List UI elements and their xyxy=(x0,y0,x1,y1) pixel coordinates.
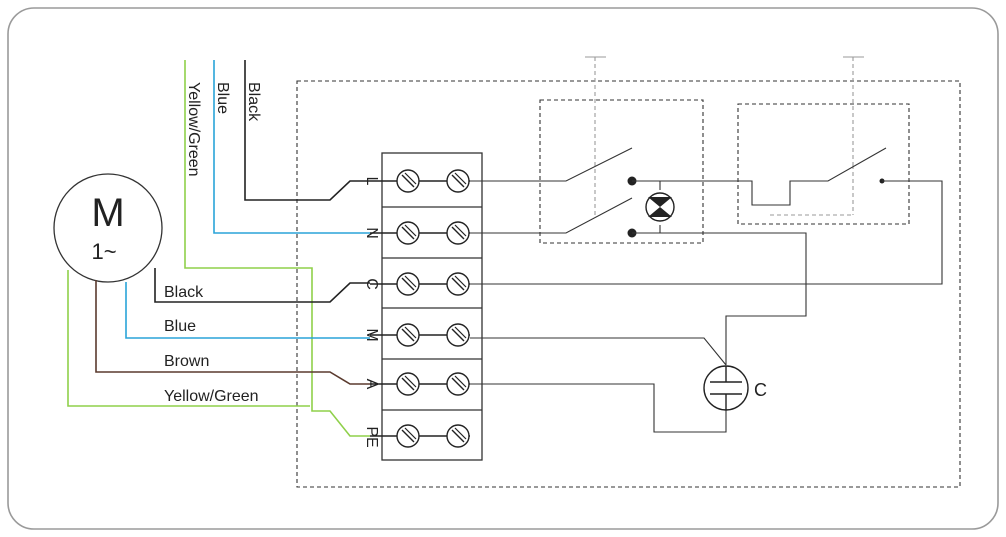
switch-box-right xyxy=(737,103,910,225)
capacitor-label: C xyxy=(754,380,767,400)
screw-slot xyxy=(404,224,417,237)
screw-slot xyxy=(454,326,467,339)
label-supply-black: Black xyxy=(245,82,262,122)
motor-phase: 1~ xyxy=(91,239,116,264)
screw-slot xyxy=(401,277,415,291)
wire-supply-black xyxy=(244,60,370,201)
wire-motor-yellow-green xyxy=(67,270,310,407)
screw-slot xyxy=(451,429,465,443)
label-motor-brown: Brown xyxy=(164,353,209,370)
screw-slot xyxy=(401,174,415,188)
terminal-label-l: L xyxy=(363,177,380,186)
screw-slot xyxy=(451,377,465,391)
terminal-label-n: N xyxy=(363,227,380,239)
terminal-block xyxy=(381,152,483,461)
terminal-label-pe: PE xyxy=(363,426,380,447)
wire-supply-yellow-green xyxy=(184,60,370,437)
enclosure-dashed-box xyxy=(296,80,961,488)
terminal-label-c: C xyxy=(363,278,380,290)
screw-slot xyxy=(451,277,465,291)
screw-slot xyxy=(401,377,415,391)
screw-slot xyxy=(451,174,465,188)
screw-slot xyxy=(454,275,467,288)
screw-slot xyxy=(401,226,415,240)
switch-actuators xyxy=(585,56,864,216)
screw-slot xyxy=(401,328,415,342)
terminal-labels: L N C M A PE xyxy=(363,177,380,448)
label-supply-yellow-green: Yellow/Green xyxy=(185,82,202,177)
outer-frame xyxy=(7,7,999,530)
wire-supply-blue xyxy=(213,60,370,234)
label-supply-blue: Blue xyxy=(214,82,231,114)
screw-slot xyxy=(451,328,465,342)
motor-symbol: M 1~ xyxy=(53,173,163,283)
control-circuit: C xyxy=(470,147,943,433)
indicator-lamp xyxy=(645,192,675,222)
screw-slot xyxy=(454,375,467,388)
terminal-label-m: M xyxy=(363,328,380,341)
screw-slot xyxy=(454,224,467,237)
screw-slot xyxy=(404,427,417,440)
terminal-screws xyxy=(370,169,470,448)
wire-motor-brown xyxy=(95,280,370,385)
screw-slot xyxy=(404,326,417,339)
capacitor xyxy=(703,365,749,411)
label-motor-blue: Blue xyxy=(164,318,196,335)
wire-motor-blue xyxy=(125,282,370,339)
motor-letter: M xyxy=(91,191,124,235)
screw-slot xyxy=(404,375,417,388)
screw-slot xyxy=(451,226,465,240)
screw-slot xyxy=(454,172,467,185)
screw-slot xyxy=(404,172,417,185)
wire-motor-black xyxy=(154,268,370,303)
screw-slot xyxy=(401,429,415,443)
switch-box-left xyxy=(539,99,704,244)
screw-slot xyxy=(404,275,417,288)
label-motor-black: Black xyxy=(164,284,204,301)
label-motor-yellow-green: Yellow/Green xyxy=(164,388,259,405)
screw-slot xyxy=(454,427,467,440)
terminal-label-a: A xyxy=(363,379,380,390)
